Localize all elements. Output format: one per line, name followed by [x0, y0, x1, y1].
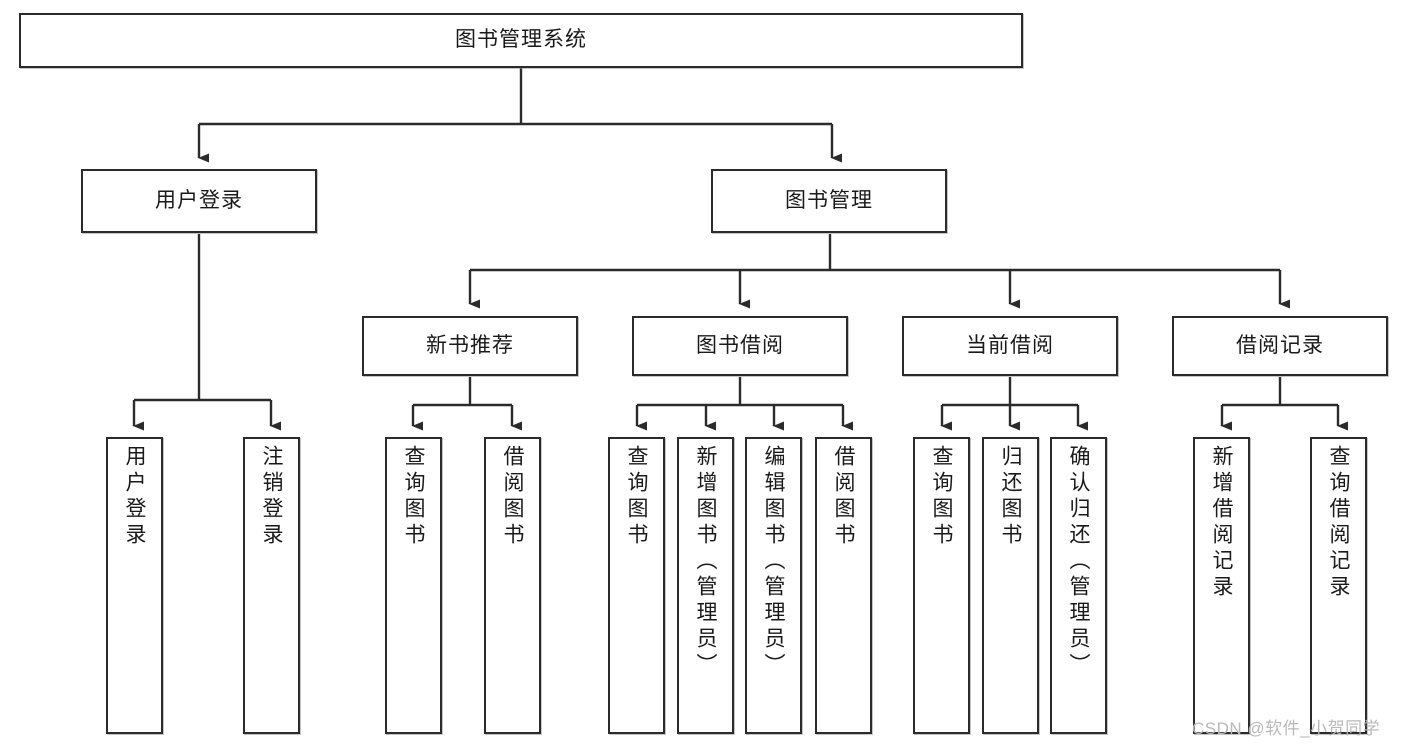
- node-label: 查询借阅记录: [1327, 445, 1350, 601]
- node-label: 用户登录: [155, 188, 243, 212]
- leaf-user-login-logout[interactable]: 注销登录: [243, 437, 300, 734]
- leaf-borrow-edit-book-admin[interactable]: 编辑图书（管理员）: [745, 437, 802, 734]
- node-user-login[interactable]: 用户登录: [81, 169, 317, 233]
- leaf-recommend-query-book[interactable]: 查询图书: [385, 437, 442, 734]
- node-label: 注销登录: [260, 445, 283, 549]
- node-label: 借阅记录: [1236, 333, 1324, 357]
- node-label: 图书借阅: [696, 333, 784, 357]
- node-label: 新增借阅记录: [1210, 445, 1233, 601]
- leaf-current-return-book[interactable]: 归还图书: [982, 437, 1039, 734]
- node-label: 新书推荐: [426, 333, 514, 357]
- node-label: 借阅图书: [501, 445, 524, 549]
- node-borrow-record[interactable]: 借阅记录: [1172, 316, 1388, 376]
- leaf-user-login-login[interactable]: 用户登录: [106, 437, 163, 734]
- node-label: 图书管理: [785, 188, 873, 212]
- leaf-borrow-query-book[interactable]: 查询图书: [608, 437, 665, 734]
- node-label: 确认归还（管理员）: [1067, 445, 1090, 679]
- leaf-borrow-add-book-admin[interactable]: 新增图书（管理员）: [677, 437, 734, 734]
- node-label: 新增图书（管理员）: [694, 445, 717, 679]
- node-label: 借阅图书: [832, 445, 855, 549]
- node-current-borrow[interactable]: 当前借阅: [902, 316, 1118, 376]
- node-label: 查询图书: [625, 445, 648, 549]
- leaf-recommend-borrow-book[interactable]: 借阅图书: [484, 437, 541, 734]
- csdn-watermark: CSDN @软件_小贺同学: [1192, 719, 1381, 738]
- leaf-current-confirm-return-admin[interactable]: 确认归还（管理员）: [1050, 437, 1107, 734]
- leaf-record-add-record[interactable]: 新增借阅记录: [1193, 437, 1250, 734]
- node-label: 用户登录: [123, 445, 146, 549]
- leaf-record-query-record[interactable]: 查询借阅记录: [1310, 437, 1367, 734]
- node-root-system[interactable]: 图书管理系统: [19, 13, 1023, 68]
- node-label: 图书管理系统: [455, 28, 587, 52]
- leaf-current-query-book[interactable]: 查询图书: [913, 437, 970, 734]
- leaf-borrow-borrow-book[interactable]: 借阅图书: [815, 437, 872, 734]
- node-label: 编辑图书（管理员）: [762, 445, 785, 679]
- node-new-book-recommend[interactable]: 新书推荐: [362, 316, 578, 376]
- node-label: 当前借阅: [966, 333, 1054, 357]
- node-label: 查询图书: [930, 445, 953, 549]
- node-label: 查询图书: [402, 445, 425, 549]
- node-book-borrow[interactable]: 图书借阅: [632, 316, 848, 376]
- node-label: 归还图书: [999, 445, 1022, 549]
- node-book-management[interactable]: 图书管理: [711, 169, 947, 233]
